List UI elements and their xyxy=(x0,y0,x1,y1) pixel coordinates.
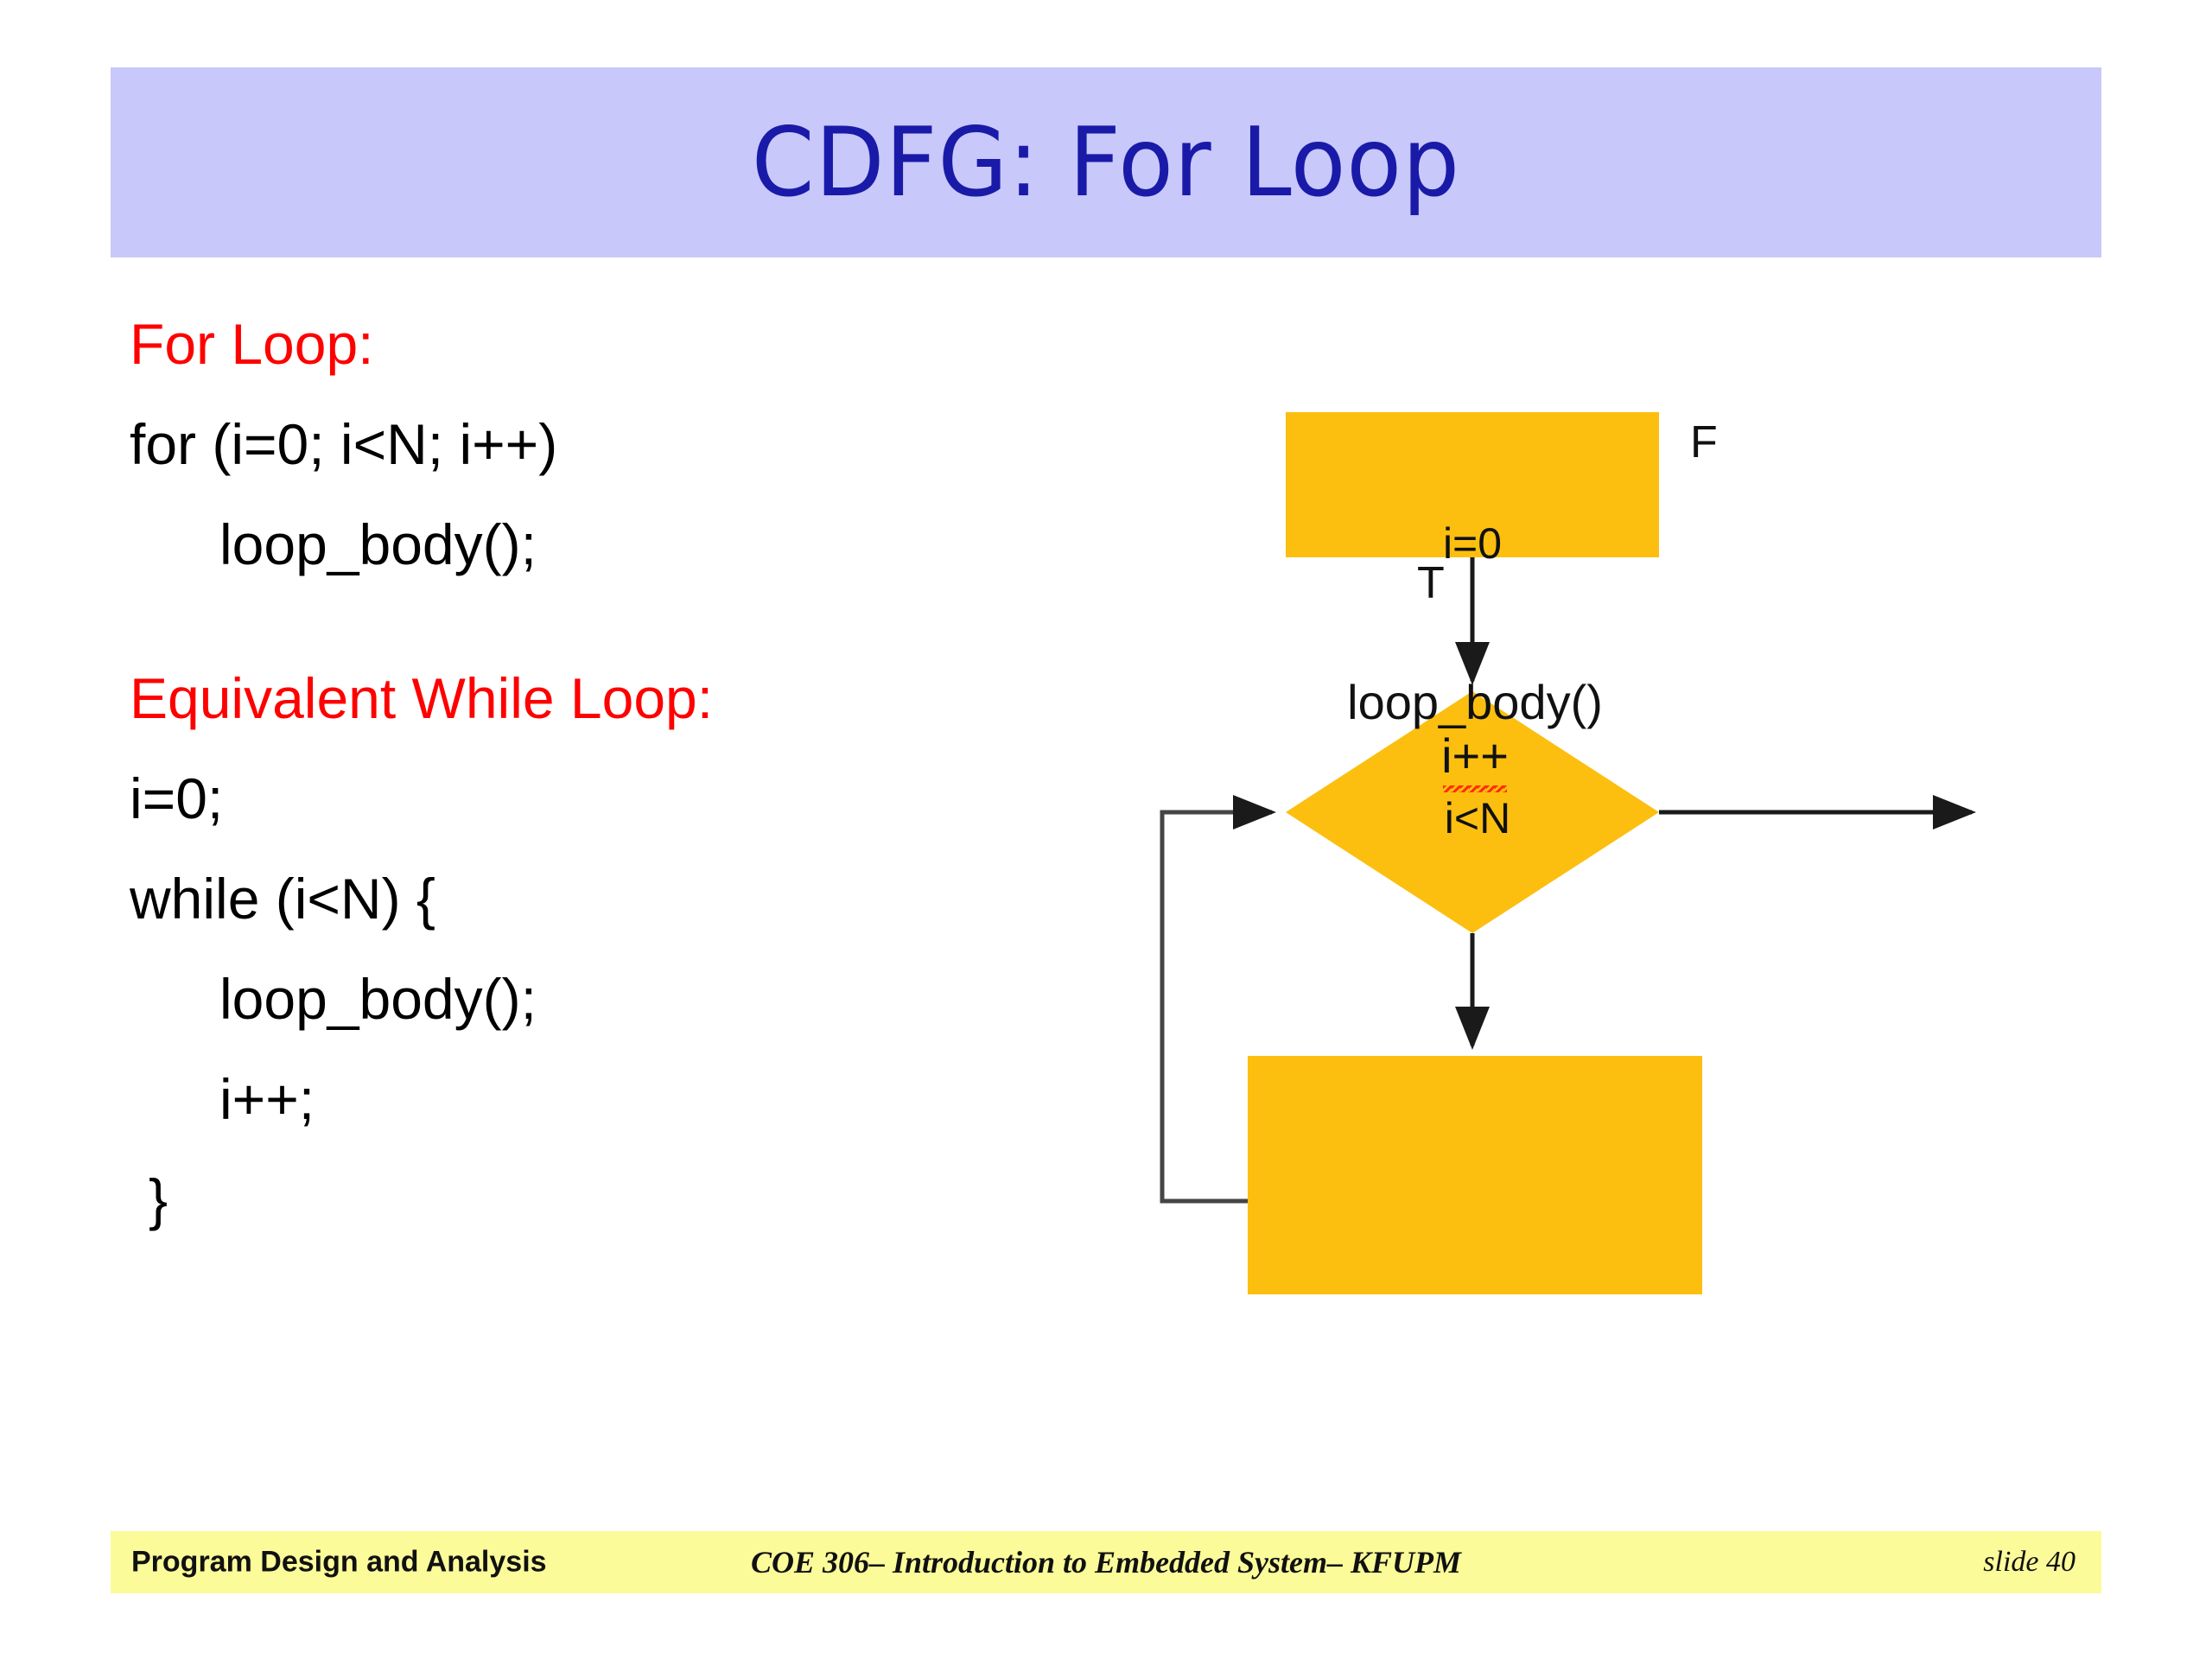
node-body-rect xyxy=(1248,1056,1702,1294)
branch-label-true: T xyxy=(1417,558,1445,608)
edge-body-feedback xyxy=(1160,795,1276,1204)
while-loop-heading: Equivalent While Loop: xyxy=(130,666,714,730)
node-condition-diamond xyxy=(1286,691,1659,933)
for-loop-line-2: loop_body(); xyxy=(219,512,537,576)
while-loop-line-3: loop_body(); xyxy=(219,967,537,1031)
slide-footer: Program Design and Analysis COE 306– Int… xyxy=(111,1531,2101,1593)
branch-label-false: F xyxy=(1690,417,1718,467)
code-block-spacer xyxy=(130,594,1097,648)
flowchart-graphics xyxy=(1160,412,1976,1294)
while-loop-line-1: i=0; xyxy=(130,766,224,830)
code-column: For Loop: for (i=0; i<N; i++) loop_body(… xyxy=(130,294,1097,1249)
while-loop-line-5: } xyxy=(149,1167,168,1231)
while-loop-line-4: i++; xyxy=(219,1067,315,1131)
node-init-rect xyxy=(1286,412,1659,557)
for-loop-line-1: for (i=0; i<N; i++) xyxy=(130,412,558,476)
page-title: CDFG: For Loop xyxy=(751,106,1461,219)
slide-title-banner: CDFG: For Loop xyxy=(111,67,2101,257)
for-loop-heading: For Loop: xyxy=(130,312,374,376)
cdfg-flowchart: i=0 i<N loop_body() i++ F T xyxy=(1158,380,2022,1348)
while-loop-line-2: while (i<N) { xyxy=(130,867,435,931)
footer-course-topic: Program Design and Analysis xyxy=(131,1545,547,1579)
footer-slide-number: slide 40 xyxy=(1983,1546,2075,1578)
footer-course-title: COE 306– Introduction to Embedded System… xyxy=(750,1545,1462,1580)
